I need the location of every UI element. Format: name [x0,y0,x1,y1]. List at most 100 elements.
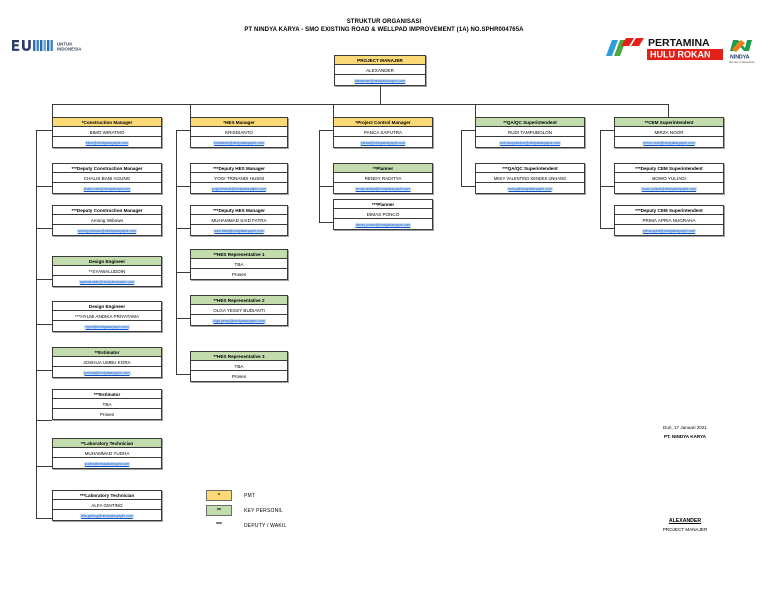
node-estimator-1[interactable]: **Estimator JOSHUA UMBU KORA joshua@nind… [52,347,162,378]
connector [380,86,381,104]
node-email[interactable]: rudi.tampubolon@nindyakaryaphr.com [499,141,561,145]
legend-swatch-key-personil: ** [206,505,232,516]
legend: * PMT ** KEY PERSONIL *** DEPUTY / WAKIL [206,488,346,533]
node-email[interactable]: syawaluddin@nindyakaryaphr.com [78,280,136,284]
node-email[interactable]: hylmi@nindyakaryaphr.com [84,325,130,329]
signature-name: ALEXANDER [668,518,702,524]
node-email[interactable]: dimas.ponco@nindyakaryaphr.com [354,223,412,227]
node-email[interactable]: bimo@nindyakaryaphr.com [84,141,130,145]
node-deputy-hes-manager-1[interactable]: ***Deputy HES Manager YOGI TRINANDI HUSN… [190,163,288,194]
connector [461,186,475,187]
connector-spine [319,130,320,222]
connector-spine [600,130,601,228]
node-name: RENDY RADITYA [334,173,432,183]
node-title: **HES Representative 2 [191,296,287,305]
node-title: *HES Manager [191,118,287,127]
node-email[interactable]: olga.yessy@nindyakaryaphr.com [212,319,266,323]
connector [36,279,52,280]
legend-label-pmt: PMT [244,492,256,499]
legend-item-pmt: * PMT [206,488,346,503]
connector [36,466,52,467]
node-planner-1[interactable]: **Planner RENDY RADITYA rendy.raditya@ni… [333,163,433,194]
connector [600,130,614,131]
node-estimator-2[interactable]: ***Estimator TBA Proses [52,389,162,420]
legend-item-key-personil: ** KEY PERSONIL [206,503,346,518]
node-name: PANCA SAPUTRA [334,127,432,137]
node-email[interactable]: said.fatra@nindyakaryaphr.com [213,229,265,233]
node-email[interactable]: meky@nindyakaryaphr.com [507,187,553,191]
node-title: Design Engineer [53,257,161,266]
node-title: ***Deputy CEM Superintendent [615,164,723,173]
node-email[interactable]: joshua@nindyakaryaphr.com [83,371,131,375]
node-email[interactable]: alfa.ginting@nindyakaryaphr.com [80,514,134,518]
connector-spine [176,130,177,374]
node-laboratory-technician-2[interactable]: ***Laboratory Technician ALFA GINTING al… [52,490,162,521]
node-qaqc-superintendent[interactable]: **QA/QC Superintendent RUDI TAMPUBOLON r… [475,117,585,148]
svg-text:UNTUK: UNTUK [57,42,73,47]
node-planner-2[interactable]: ***Planner DIMAS PONCO dimas.ponco@nindy… [333,199,433,230]
node-status: Proses [231,272,247,277]
connector [461,130,475,131]
node-deputy-qaqc-superintendent[interactable]: ***QA/QC Superintendent MEKY VALENTINO K… [475,163,585,194]
node-deputy-construction-manager-2[interactable]: ***Deputy Construction Manager Among Wib… [52,205,162,236]
node-name: ***HYLMI ANDIKA PRIYATAMA [53,311,161,321]
node-name: TBA [191,259,287,269]
node-email[interactable]: bowo.yuliadi@nindyakaryaphr.com [640,187,698,191]
connector [36,186,52,187]
node-name: ALFA GINTING [53,500,161,510]
node-name: **SYAWALUDDIN [53,266,161,276]
node-construction-manager[interactable]: *Construction Manager BIMO WIRATMO bimo@… [52,117,162,148]
node-cem-superintendent[interactable]: **CEM Superintendent MIRZA NOOR mirza.no… [614,117,724,148]
node-title: **Estimator [53,348,161,357]
node-hes-representative-2[interactable]: **HES Representative 2 OLGA YESSY BUDIAN… [190,295,288,326]
node-email[interactable]: yudha@nindyakaryaphr.com [83,462,131,466]
node-design-engineer-1[interactable]: Design Engineer **SYAWALUDDIN syawaluddi… [52,256,162,287]
title-line-2: PT NINDYA KARYA - SMO EXISTING ROAD & WE… [244,27,524,33]
node-project-manajer[interactable]: PROJECT MANAJER ALEXANDER alexander@nind… [334,55,426,86]
svg-text:Member of Danareksa: Member of Danareksa [729,60,755,64]
node-deputy-hes-manager-2[interactable]: ***Deputy HES Manager MUHAMMAD SAID FATR… [190,205,288,236]
node-email[interactable]: mirza.noor@nindyakaryaphr.com [642,141,696,145]
signature-place-date: Duri, 17 Januari 2021 [663,425,707,430]
node-deputy-construction-manager-1[interactable]: ***Deputy Construction Manager CHALIS BA… [52,163,162,194]
node-email[interactable]: prima.apria@nindyakaryaphr.com [641,229,697,233]
node-deputy-cem-superintendent-2[interactable]: ***Deputy CEM Superintendent PRIMA APRIA… [614,205,724,236]
node-name: CHALIS BANI AGUNG [53,173,161,183]
node-hes-manager[interactable]: *HES Manager KRISDIANTO krisdianto@nindy… [190,117,288,148]
node-name: BIMO WIRATMO [53,127,161,137]
node-email[interactable]: krisdianto@nindyakaryaphr.com [213,141,265,145]
node-deputy-cem-superintendent-1[interactable]: ***Deputy CEM Superintendent BOWO YULIAD… [614,163,724,194]
node-email[interactable]: yogi.trinandi@nindyakaryaphr.com [211,187,267,191]
node-hes-representative-1[interactable]: **HES Representative 1 TBA Proses [190,249,288,280]
node-laboratory-technician-1[interactable]: **Laboratory Technician MUHAMMAD YUDHA y… [52,438,162,469]
connector [600,228,614,229]
node-title: *Project Control Manager [334,118,432,127]
node-title: ***Deputy HES Manager [191,206,287,215]
legend-swatch-deputy: *** [216,522,222,528]
connector [319,130,333,131]
pertamina-nindya-logo: PERTAMINA HULU ROKAN NINDYA Member of Da… [604,32,760,66]
node-name: YOGI TRINANDI HUSNI [191,173,287,183]
node-email[interactable]: rendy.raditya@nindyakaryaphr.com [354,187,412,191]
node-name: ALEXANDER [335,65,425,75]
node-name: MEKY VALENTINO KENDEK UNHANG [476,173,584,183]
node-title: **Laboratory Technician [53,439,161,448]
node-design-engineer-2[interactable]: Design Engineer ***HYLMI ANDIKA PRIYATAM… [52,301,162,332]
connector [319,222,333,223]
signature-block-name: ALEXANDER PROJECT MANAJER [610,517,760,534]
node-title: **HES Representative 1 [191,250,287,259]
connector [176,228,190,229]
node-hes-representative-3[interactable]: **HES Representative 3 TBA Proses [190,351,288,382]
node-title: PROJECT MANAJER [335,56,425,65]
page-title: STRUKTUR ORGANISASI PT NINDYA KARYA - SM… [0,18,768,35]
node-title: ***Laboratory Technician [53,491,161,500]
node-email[interactable]: alexander@nindyakaryaphr.com [353,79,407,83]
node-email[interactable]: chalis.bani@nindyakarya.com [82,187,132,191]
bumn-logo: UNTUK INDONESIA [10,36,96,60]
node-email[interactable]: among.wibowo@nindyakaryaphr.com [76,229,138,233]
node-project-control-manager[interactable]: *Project Control Manager PANCA SAPUTRA p… [333,117,433,148]
connector [36,420,52,421]
node-title: Design Engineer [53,302,161,311]
node-email[interactable]: panca@nindyakaryaphr.com [359,141,407,145]
connector [475,104,476,117]
